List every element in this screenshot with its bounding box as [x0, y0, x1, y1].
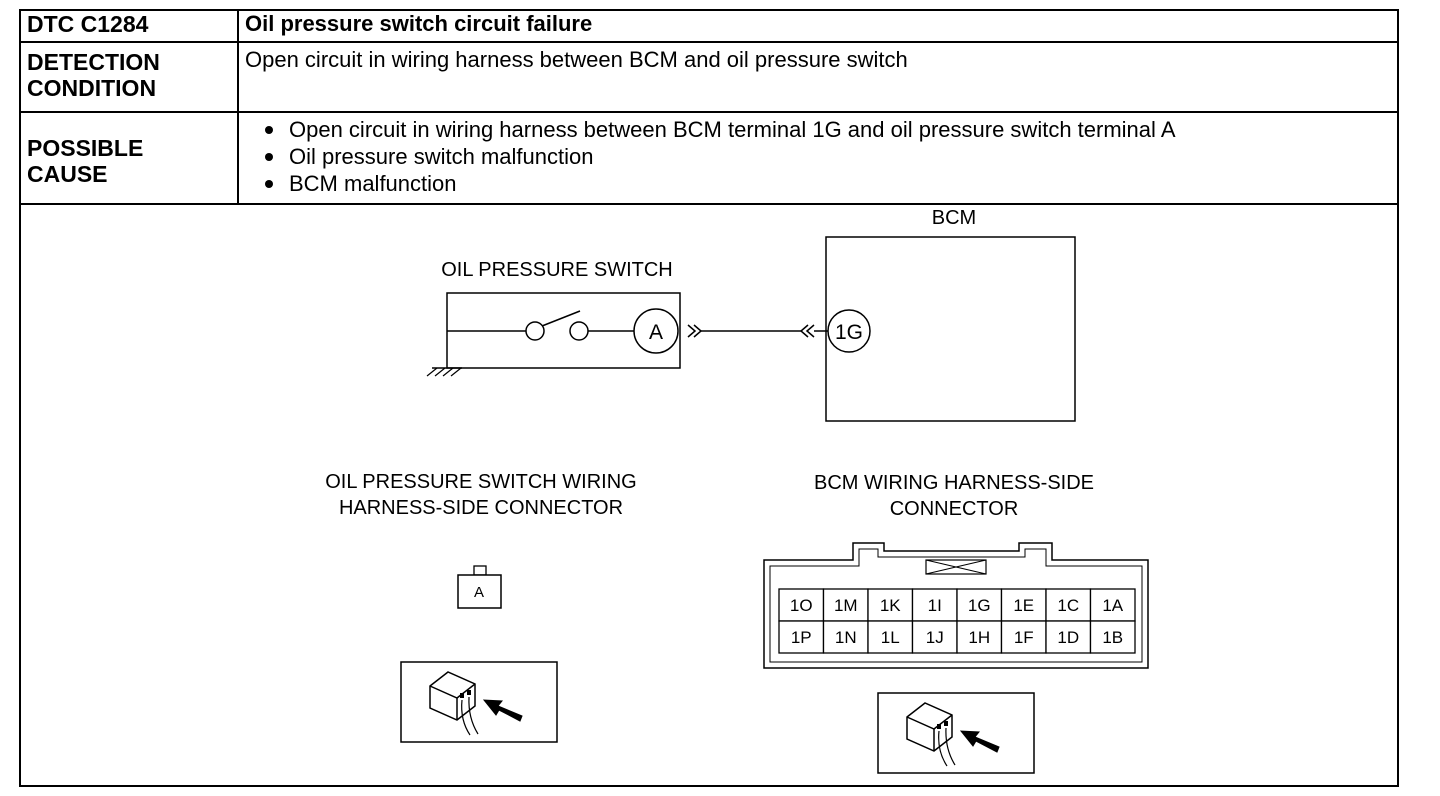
cause-label-line1: POSSIBLE [27, 135, 144, 161]
detection-label: DETECTION CONDITION [21, 42, 239, 113]
cause-list-cell: Open circuit in wiring harness between B… [238, 112, 1397, 205]
cause-list: Open circuit in wiring harness between B… [245, 116, 1391, 197]
cause-item: BCM malfunction [265, 170, 1391, 197]
cause-item: Open circuit in wiring harness between B… [265, 116, 1391, 143]
dtc-table: DTC C1284 Oil pressure switch circuit fa… [21, 11, 1397, 205]
dtc-code: DTC C1284 [21, 11, 239, 43]
dtc-header-row: DTC C1284 Oil pressure switch circuit fa… [21, 11, 1397, 43]
dtc-sheet: DTC C1284 Oil pressure switch circuit fa… [19, 9, 1399, 787]
detection-label-line1: DETECTION [27, 49, 160, 75]
dtc-title: Oil pressure switch circuit failure [238, 11, 1397, 43]
cause-item: Oil pressure switch malfunction [265, 143, 1391, 170]
cause-row: POSSIBLE CAUSE Open circuit in wiring ha… [21, 112, 1397, 205]
cause-label: POSSIBLE CAUSE [21, 112, 239, 205]
detection-text: Open circuit in wiring harness between B… [238, 42, 1397, 113]
cause-label-line2: CAUSE [27, 161, 108, 187]
detection-label-line2: CONDITION [27, 75, 157, 101]
detection-row: DETECTION CONDITION Open circuit in wiri… [21, 42, 1397, 113]
